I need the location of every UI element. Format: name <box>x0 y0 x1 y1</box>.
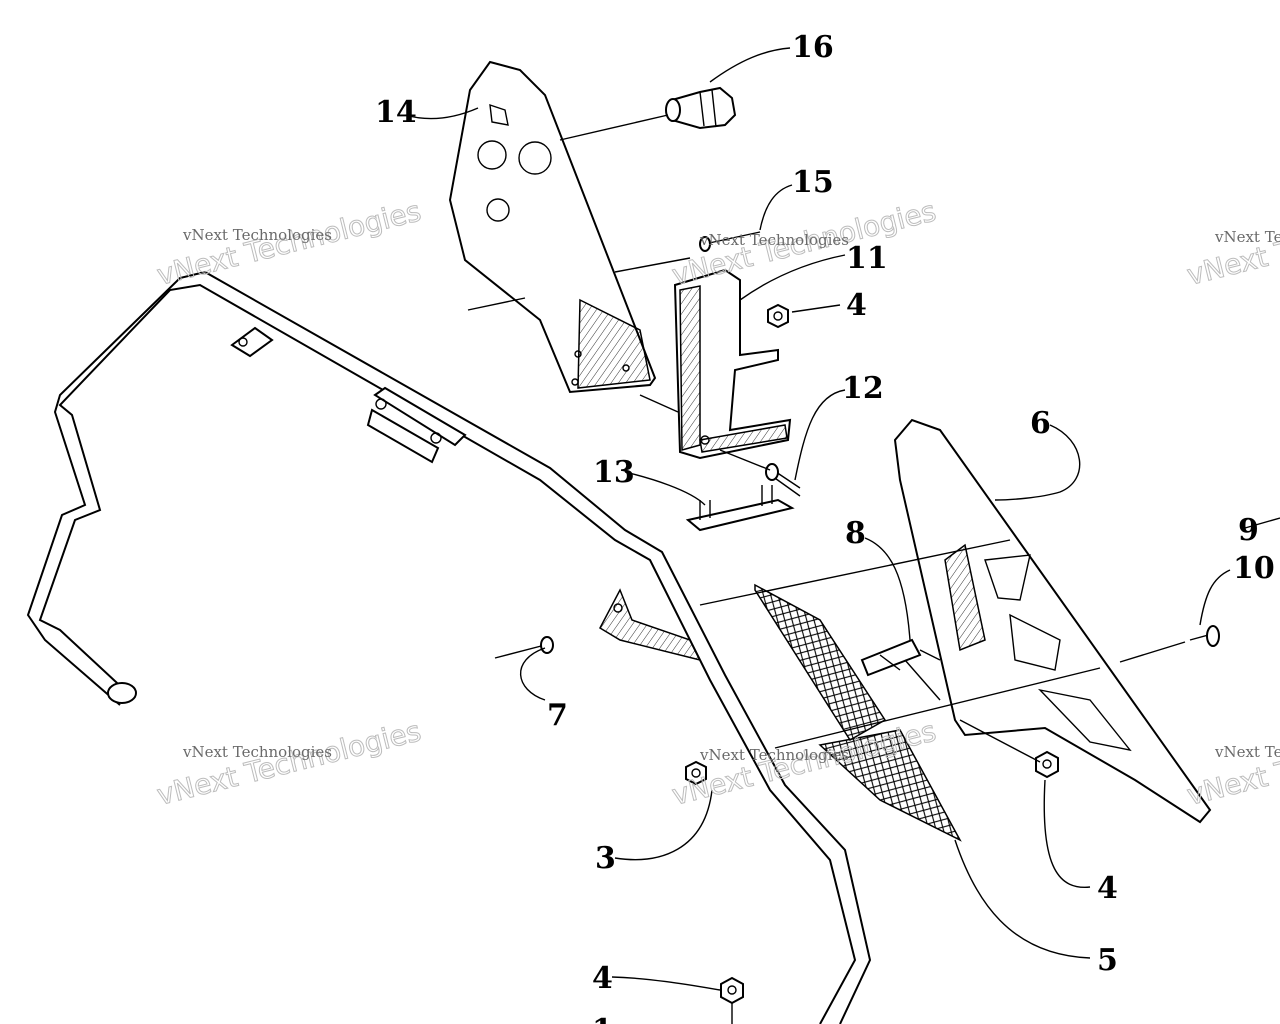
callout-4-bottom: 4 <box>592 961 613 996</box>
callout-12: 12 <box>842 371 884 406</box>
bolt-10 <box>1189 625 1220 647</box>
callout-14: 14 <box>375 95 417 130</box>
callout-labels: 16 14 15 11 4 12 13 6 9 10 8 7 3 4 5 4 1 <box>375 30 1275 1024</box>
callout-11: 11 <box>846 241 888 276</box>
callout-6: 6 <box>1030 406 1051 441</box>
callout-3: 3 <box>595 841 616 876</box>
watermark-small-text: vNext Technologies <box>182 743 332 761</box>
center-lines <box>467 114 1186 763</box>
rivet-15 <box>699 231 761 252</box>
bracket-11 <box>673 268 792 460</box>
leader-lines <box>404 47 1280 991</box>
side-plate-14 <box>448 60 657 394</box>
callout-7: 7 <box>547 698 568 733</box>
callout-13: 13 <box>593 455 635 490</box>
callout-10: 10 <box>1233 551 1275 586</box>
callout-4-upper: 4 <box>846 288 867 323</box>
watermark-small-text: vNext Technologies <box>699 746 849 764</box>
callout-4-right: 4 <box>1097 871 1118 906</box>
nut-4-right <box>1035 750 1059 779</box>
watermark-small-text: vNext Te <box>1214 228 1280 246</box>
handlebar-tube <box>26 270 872 1024</box>
watermark-big-text: vNext Technologies <box>154 714 425 811</box>
watermark-bottom-left: vNext Technologies <box>153 714 425 812</box>
nut-4-bottom <box>720 976 744 1024</box>
nut-4-upper <box>767 303 789 329</box>
callout-5: 5 <box>1097 943 1118 978</box>
nut-3 <box>685 760 707 786</box>
mesh-screen-5 <box>754 583 962 842</box>
callout-16: 16 <box>792 30 834 65</box>
stud-plate-8 <box>860 638 941 677</box>
watermark-small-text: vNext Technologies <box>182 226 332 244</box>
side-plate-6 <box>893 418 1212 824</box>
callout-9: 9 <box>1238 513 1259 548</box>
callout-8: 8 <box>845 516 866 551</box>
knob-16 <box>665 86 737 130</box>
callout-1: 1 <box>592 1013 613 1024</box>
watermark-small-text: vNext Technologies <box>699 231 849 249</box>
watermark-small-text: vNext Te <box>1214 743 1280 761</box>
rivet-12 <box>765 463 801 497</box>
callout-15: 15 <box>792 165 834 200</box>
rivet-7 <box>494 636 554 659</box>
stud-plate-13 <box>685 485 795 532</box>
